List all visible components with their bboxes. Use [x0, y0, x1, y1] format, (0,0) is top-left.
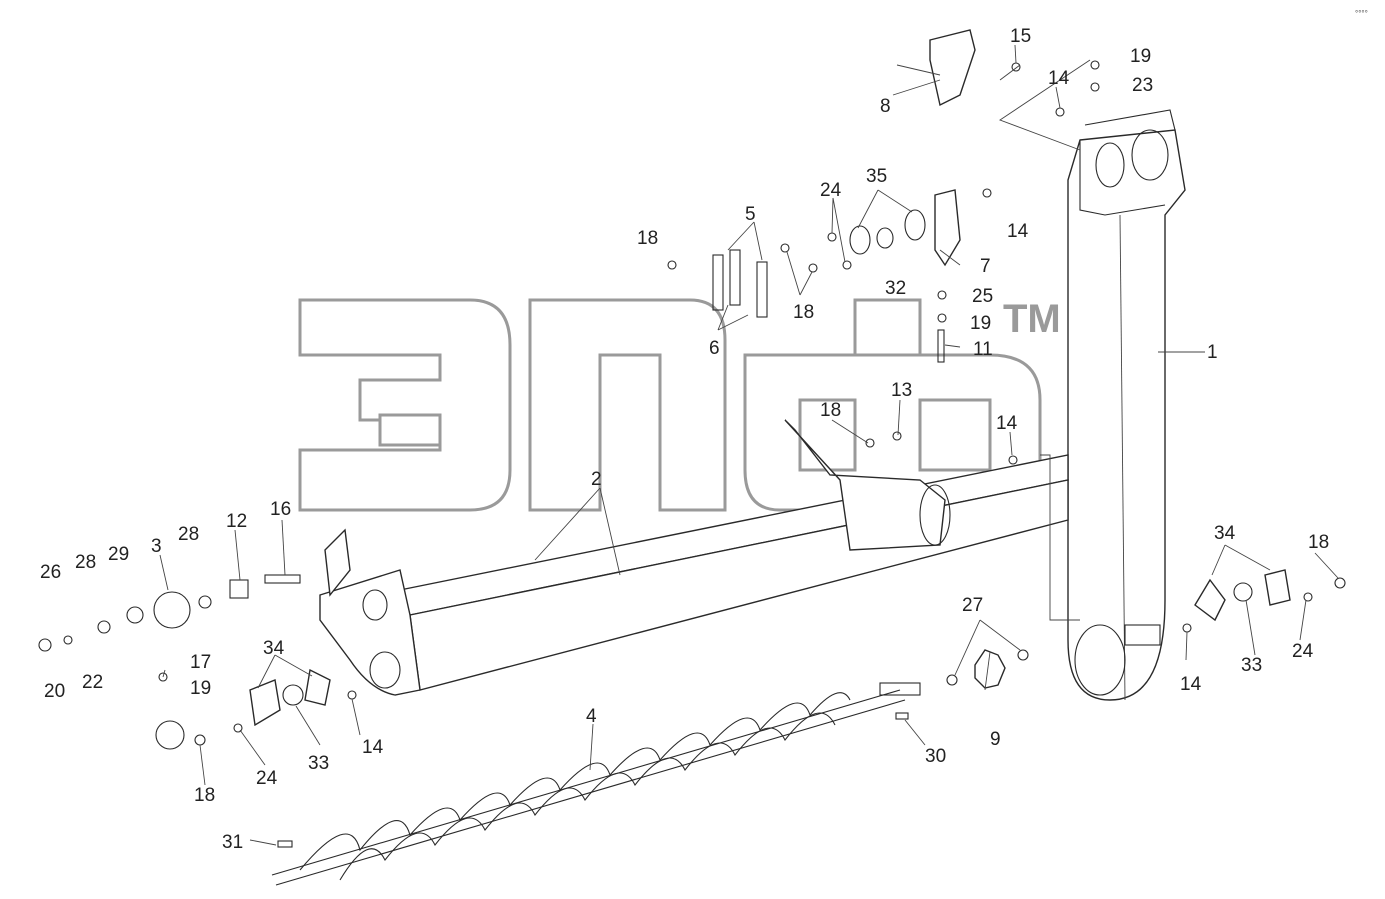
callout-24-b: 24 — [1292, 641, 1314, 662]
callout-9: 9 — [990, 729, 1001, 750]
callout-14-d: 14 — [1180, 674, 1202, 695]
callout-18-d: 18 — [1308, 532, 1329, 553]
callout-13: 13 — [891, 380, 912, 401]
callout-4: 4 — [586, 706, 597, 727]
callout-18-c: 18 — [820, 400, 841, 421]
callout-19-b: 19 — [970, 313, 991, 334]
callout-14-b: 14 — [1048, 68, 1070, 89]
callout-25: 25 — [972, 286, 993, 307]
callout-6: 6 — [709, 338, 720, 359]
vertical-housing — [1067, 109, 1186, 701]
callout-1: 1 — [1207, 342, 1218, 363]
callout-8: 8 — [880, 96, 891, 117]
callout-27: 27 — [962, 595, 983, 616]
callout-29: 29 — [108, 544, 129, 565]
callout-19-a: 19 — [1130, 46, 1151, 67]
callout-33-b: 33 — [308, 753, 329, 774]
callout-17: 17 — [190, 652, 211, 673]
callout-19-c: 19 — [190, 678, 211, 699]
callout-11: 11 — [973, 339, 993, 360]
callout-14-e: 14 — [362, 737, 384, 758]
callout-16: 16 — [270, 499, 291, 520]
callout-28-a: 28 — [75, 552, 96, 573]
hardware-parts — [38, 29, 1346, 848]
callout-12: 12 — [226, 511, 247, 532]
callout-22: 22 — [82, 672, 103, 693]
callout-2: 2 — [591, 469, 602, 490]
auger-tube — [319, 419, 1069, 696]
callout-15: 15 — [1010, 26, 1031, 47]
callout-34-b: 34 — [263, 638, 285, 659]
callout-32: 32 — [885, 278, 906, 299]
callout-5: 5 — [745, 204, 756, 225]
callout-14-a: 14 — [996, 413, 1018, 434]
callout-18-b: 18 — [793, 302, 814, 323]
leader-lines — [159, 44, 1339, 846]
callout-24-c: 24 — [256, 768, 278, 789]
callout-30: 30 — [925, 746, 946, 767]
callout-26: 26 — [40, 562, 61, 583]
callout-18-e: 18 — [194, 785, 215, 806]
corner-mark: °°°° — [1355, 9, 1368, 18]
callout-23: 23 — [1132, 75, 1153, 96]
watermark-trademark: TM — [1003, 297, 1061, 341]
callout-labels: 1 2 3 4 5 6 7 8 9 11 12 13 14 14 14 14 1… — [40, 9, 1368, 853]
callout-31: 31 — [222, 832, 243, 853]
callout-24-a: 24 — [820, 180, 842, 201]
callout-14-c: 14 — [1007, 221, 1029, 242]
callout-3: 3 — [151, 536, 162, 557]
callout-20: 20 — [44, 681, 65, 702]
callout-34-a: 34 — [1214, 523, 1236, 544]
callout-7: 7 — [980, 256, 991, 277]
auger-flight — [271, 682, 921, 886]
callout-18-a: 18 — [637, 228, 658, 249]
callout-35: 35 — [866, 166, 887, 187]
callout-28-b: 28 — [178, 524, 199, 545]
callout-33-a: 33 — [1241, 655, 1262, 676]
